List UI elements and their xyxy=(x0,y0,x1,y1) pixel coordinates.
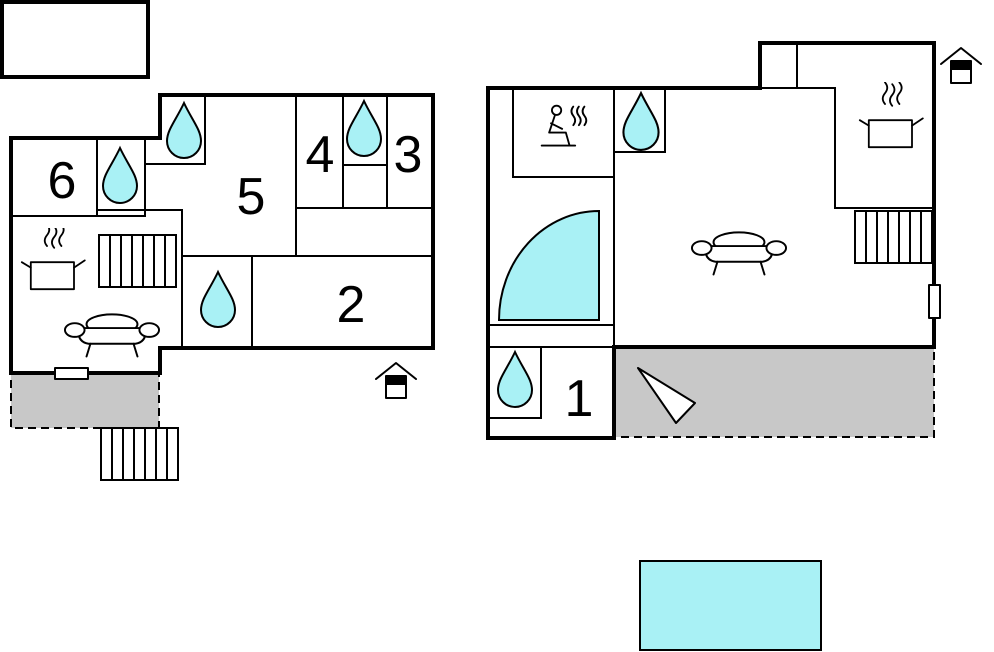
water-drop-icon xyxy=(166,102,202,159)
door-marker xyxy=(54,367,89,380)
room-1-label: 1 xyxy=(565,370,594,428)
room-5-label: 5 xyxy=(237,168,266,226)
stairs-icon xyxy=(854,210,933,264)
room-6-label: 6 xyxy=(48,152,77,210)
door-marker xyxy=(928,284,941,319)
sunbed-icon xyxy=(637,367,696,424)
water-drop-icon xyxy=(622,92,660,151)
room-2-label: 2 xyxy=(337,276,366,334)
right-building-walls xyxy=(486,41,936,440)
room-3-label: 3 xyxy=(394,126,423,184)
water-drop-icon xyxy=(102,147,138,204)
house-entrance-icon xyxy=(940,47,982,84)
sofa-icon xyxy=(63,313,161,358)
terrace-left xyxy=(10,373,160,429)
water-drop-icon xyxy=(345,99,383,158)
hot-tub xyxy=(497,209,600,321)
cooking-pot-icon xyxy=(20,228,86,291)
room-4-label: 4 xyxy=(306,126,335,184)
sofa-icon xyxy=(690,231,788,276)
stairs-icon xyxy=(100,427,179,481)
swimming-pool xyxy=(639,560,822,651)
house-entrance-icon xyxy=(375,362,417,399)
water-drop-icon xyxy=(496,350,534,409)
stairs-icon xyxy=(98,234,177,288)
left-building-interior xyxy=(11,95,433,380)
cooking-pot-icon xyxy=(858,82,924,149)
sauna-icon xyxy=(540,104,588,147)
outbuilding xyxy=(0,0,150,79)
right-building-interior xyxy=(490,43,941,419)
water-drop-icon xyxy=(199,270,237,329)
